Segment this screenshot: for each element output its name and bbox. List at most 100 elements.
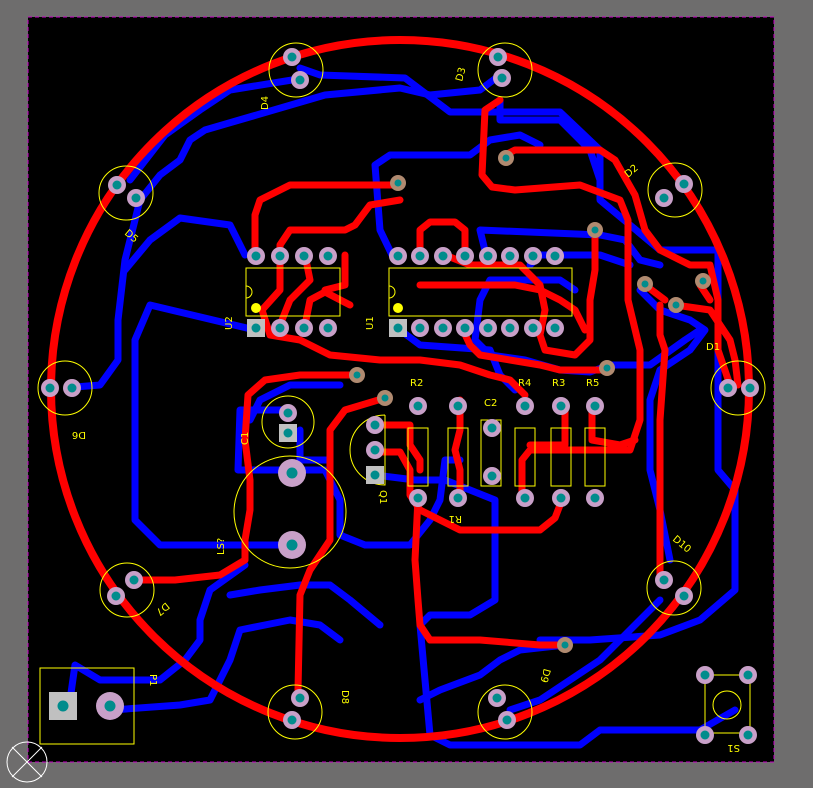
u2-pin-pad[interactable] [319, 319, 337, 337]
u2-pin1-dot [251, 303, 261, 313]
via [349, 367, 365, 383]
label-r3: R3 [552, 378, 565, 389]
label-r2: R2 [410, 378, 423, 389]
board-outline [27, 16, 775, 763]
ls1-pad[interactable] [278, 459, 306, 487]
label-c2: C2 [484, 398, 497, 409]
u1-pin-pad[interactable] [546, 247, 564, 265]
led-d10-pad[interactable] [675, 587, 693, 605]
ic-notches [245, 285, 396, 299]
resistor-pad[interactable] [449, 489, 467, 507]
led-d4-pad[interactable] [283, 48, 301, 66]
led-d8-pad[interactable] [291, 689, 309, 707]
q1-pad[interactable] [366, 466, 384, 484]
label-d1: D1 [706, 342, 720, 353]
p1-pad[interactable] [49, 692, 77, 720]
resistor-pad[interactable] [552, 397, 570, 415]
label-d9: D9 [537, 667, 551, 683]
u1-pin-pad[interactable] [389, 319, 407, 337]
s1-pad[interactable] [739, 726, 757, 744]
via [668, 297, 684, 313]
via [587, 222, 603, 238]
c2-pad[interactable] [483, 467, 501, 485]
u1-pin-pad[interactable] [524, 247, 542, 265]
s1-pad[interactable] [696, 726, 714, 744]
p1-pad[interactable] [96, 692, 124, 720]
led-d7-pad[interactable] [125, 571, 143, 589]
u1-pin1-dot [393, 303, 403, 313]
led-d9-pad[interactable] [498, 711, 516, 729]
via [498, 150, 514, 166]
led-d5-pad[interactable] [108, 176, 126, 194]
q1-pad[interactable] [366, 416, 384, 434]
u1-pin-pad[interactable] [501, 247, 519, 265]
led-d8-pad[interactable] [283, 711, 301, 729]
label-r5: R5 [586, 378, 599, 389]
u1-pin-pad[interactable] [456, 319, 474, 337]
led-d3-pad[interactable] [489, 48, 507, 66]
led-d1-pad[interactable] [741, 379, 759, 397]
led-d5-pad[interactable] [127, 189, 145, 207]
s1-pad[interactable] [696, 666, 714, 684]
label-d8: D8 [339, 690, 350, 704]
s1-pad[interactable] [739, 666, 757, 684]
u1-pin-pad[interactable] [434, 247, 452, 265]
c1-pad[interactable] [279, 424, 297, 442]
pads-layer [41, 48, 759, 744]
label-d4: D4 [260, 96, 271, 110]
led-d9-pad[interactable] [488, 689, 506, 707]
u1-pin-pad[interactable] [411, 319, 429, 337]
via [637, 276, 653, 292]
origin-crosshair-icon [6, 741, 48, 783]
u1-pin-pad[interactable] [546, 319, 564, 337]
u1-pin-pad[interactable] [501, 319, 519, 337]
vias-layer [349, 150, 711, 653]
resistor-pad[interactable] [586, 489, 604, 507]
label-ls1: LS? [216, 538, 227, 555]
u1-pin-pad[interactable] [524, 319, 542, 337]
label-r4: R4 [518, 378, 531, 389]
bottom-copper-layer [66, 64, 739, 749]
u1-pin-pad[interactable] [479, 319, 497, 337]
label-c1: C1 [240, 432, 251, 445]
resistor-pad[interactable] [516, 489, 534, 507]
label-q1: Q1 [377, 490, 388, 504]
q1-pad[interactable] [366, 441, 384, 459]
u2-pin-pad[interactable] [319, 247, 337, 265]
u1-pin-pad[interactable] [479, 247, 497, 265]
resistor-pad[interactable] [409, 397, 427, 415]
resistor-pad[interactable] [552, 489, 570, 507]
c2-pad[interactable] [483, 419, 501, 437]
resistor-pad[interactable] [409, 489, 427, 507]
led-d6-pad[interactable] [63, 379, 81, 397]
label-d6: D6 [72, 429, 86, 440]
label-r1: R1 [449, 513, 462, 524]
led-d7-pad[interactable] [107, 587, 125, 605]
resistor-pad[interactable] [586, 397, 604, 415]
u1-pin-pad[interactable] [411, 247, 429, 265]
u2-pin-pad[interactable] [295, 247, 313, 265]
u1-pin-pad[interactable] [456, 247, 474, 265]
u2-pin-pad[interactable] [295, 319, 313, 337]
u2-pin-pad[interactable] [247, 319, 265, 337]
led-d2-pad[interactable] [655, 189, 673, 207]
c1-pad[interactable] [279, 404, 297, 422]
via [599, 360, 615, 376]
via [557, 637, 573, 653]
led-d3-pad[interactable] [493, 69, 511, 87]
via [377, 390, 393, 406]
u1-pin-pad[interactable] [434, 319, 452, 337]
resistor-pad[interactable] [449, 397, 467, 415]
u2-pin-pad[interactable] [247, 247, 265, 265]
led-d2-pad[interactable] [675, 175, 693, 193]
led-d1-pad[interactable] [719, 379, 737, 397]
led-d6-pad[interactable] [41, 379, 59, 397]
led-d4-pad[interactable] [291, 71, 309, 89]
ls1-pad[interactable] [278, 531, 306, 559]
u1-pin-pad[interactable] [389, 247, 407, 265]
led-d10-pad[interactable] [655, 571, 673, 589]
u2-pin-pad[interactable] [271, 319, 289, 337]
u2-pin-pad[interactable] [271, 247, 289, 265]
resistor-pad[interactable] [516, 397, 534, 415]
